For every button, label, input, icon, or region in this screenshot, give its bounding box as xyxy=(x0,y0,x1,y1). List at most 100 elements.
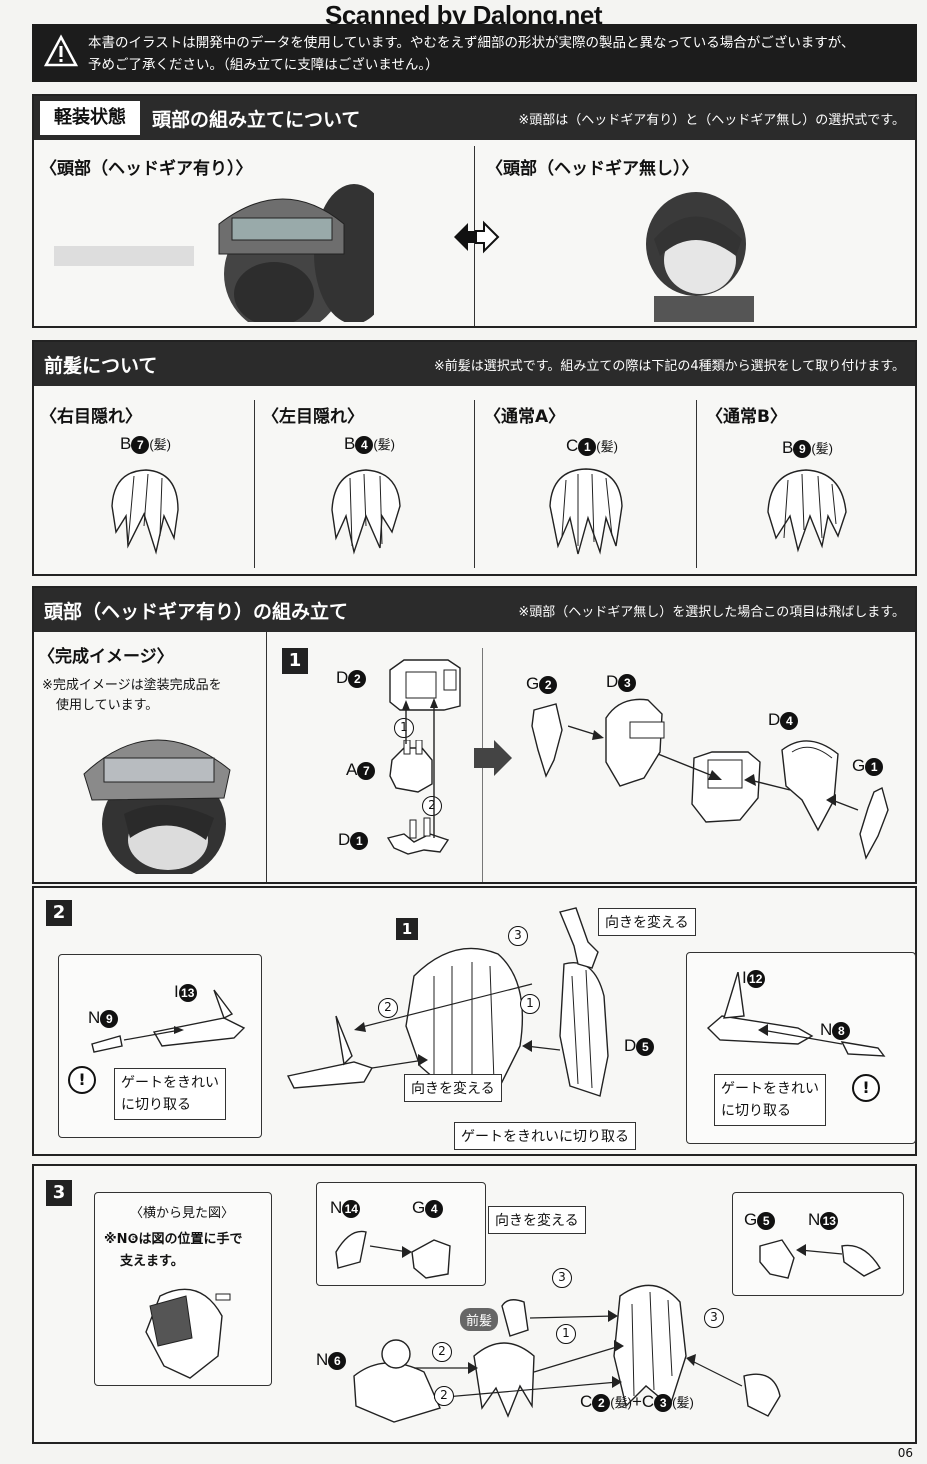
notice-line-1: 本書のイラストは開発中のデータを使用しています。やむをえず細部の形状が実際の製品… xyxy=(88,35,855,51)
bangs-label-left-eye-hidden: 〈左目隠れ〉 xyxy=(262,407,364,427)
step3-side-view-drawing xyxy=(145,1288,231,1379)
part-d4-drawing xyxy=(781,740,839,832)
section-bangs-title: 前髪について xyxy=(44,354,158,377)
complete-image-note-2: 使用しています。 xyxy=(56,698,159,713)
step2-center-assembly-drawing xyxy=(286,947,609,1097)
section-assembly-bar: 頭部（ヘッドギア有り）の組み立て ※頭部（ヘッドギア無し）を選択した場合この項目… xyxy=(34,588,915,632)
step-2-ref-1: 1 xyxy=(396,918,418,940)
section-head-note: ※頭部は（ヘッドギア有り）と（ヘッドギア無し）の選択式です。 xyxy=(518,112,905,128)
step2-left-warning-icon: ! xyxy=(68,1066,96,1094)
warning-icon xyxy=(44,34,78,67)
page-number: 06 xyxy=(897,1446,913,1460)
section-head-selection: 軽装状態 頭部の組み立てについて ※頭部は（ヘッドギア有り）と（ヘッドギア無し）… xyxy=(32,94,917,328)
notice-line-2: 予めご了承ください。（組み立てに支障はございません。） xyxy=(88,57,439,73)
part-d3-drawing xyxy=(605,698,665,787)
head-without-headgear-image xyxy=(646,192,754,322)
bangs-label-right-eye-hidden: 〈右目隠れ〉 xyxy=(40,407,142,427)
step3-side-view-title: 〈横から見た図〉 xyxy=(130,1206,235,1221)
step3-main-assembly-drawing xyxy=(353,1284,781,1423)
bangs-right-eye-hidden-image xyxy=(111,469,179,555)
part-g1-drawing xyxy=(859,786,889,860)
step3-side-view-note-1: ※N❻は図の位置に手で xyxy=(104,1232,243,1247)
step3-order-2-bottom: 2 xyxy=(434,1386,454,1406)
section-bangs: 前髪について ※前髪は選択式です。組み立ての際は下記の4種類から選択をして取り付… xyxy=(32,340,917,576)
step2-right-parts-drawing xyxy=(706,972,886,1057)
bangs-normal-b-image xyxy=(767,469,847,553)
section-bangs-bar: 前髪について ※前髪は選択式です。組み立ての際は下記の4種類から選択をして取り付… xyxy=(34,342,915,386)
part-d1-drawing xyxy=(386,817,450,855)
step1-right-arrows xyxy=(568,725,859,811)
step3-rotate-callout: 向きを変える xyxy=(488,1206,586,1234)
step2-order-1: 1 xyxy=(520,994,540,1014)
step3-order-2-top: 2 xyxy=(432,1342,452,1362)
section-assembly-title: 頭部（ヘッドギア有り）の組み立て xyxy=(44,600,349,623)
part-g2-drawing xyxy=(531,703,563,778)
step2-right-gate-callout: ゲートをきれい に切り取る xyxy=(714,1074,826,1126)
step2-left-gate-callout: ゲートをきれい に切り取る xyxy=(114,1068,226,1120)
notice-banner: 本書のイラストは開発中のデータを使用しています。やむをえず細部の形状が実際の製品… xyxy=(32,24,917,82)
step3-top-parts-drawing xyxy=(335,1230,451,1279)
step2-right-warning-icon: ! xyxy=(852,1074,880,1102)
step1-order-2: 2 xyxy=(422,796,442,816)
label-without-headgear: 〈頭部（ヘッドギア無し）〉 xyxy=(486,159,699,179)
bangs-label-normal-b: 〈通常B〉 xyxy=(706,407,787,427)
light-state-tag: 軽装状態 xyxy=(40,101,140,135)
step-1-number: 1 xyxy=(282,648,308,674)
step3-order-1: 1 xyxy=(556,1324,576,1344)
step1-next-arrow-icon xyxy=(474,740,512,776)
step3-top-detail-box xyxy=(316,1182,486,1286)
step2-order-3: 3 xyxy=(508,926,528,946)
step-3-number: 3 xyxy=(46,1180,72,1206)
step-2-number: 2 xyxy=(46,900,72,926)
complete-image xyxy=(83,739,231,874)
step2-left-parts-drawing xyxy=(91,989,246,1053)
step2-order-2: 2 xyxy=(378,998,398,1018)
step3-right-parts-drawing xyxy=(759,1239,881,1279)
step2-rotate-callout-top: 向きを変える xyxy=(598,908,696,936)
step3-bangs-badge: 前髪 xyxy=(460,1308,499,1331)
step3-order-3-right: 3 xyxy=(704,1308,724,1328)
section-assembly-note: ※頭部（ヘッドギア無し）を選択した場合この項目は飛ばします。 xyxy=(518,604,905,620)
bangs-label-normal-a: 〈通常A〉 xyxy=(484,407,566,427)
swap-arrow-icon xyxy=(454,220,500,254)
step3-order-3-left: 3 xyxy=(552,1268,572,1288)
head-with-headgear-image xyxy=(54,184,374,322)
step3-right-detail-box xyxy=(732,1192,904,1296)
step2-rotate-callout-center: 向きを変える xyxy=(404,1074,502,1102)
section-head-bar: 軽装状態 頭部の組み立てについて ※頭部は（ヘッドギア有り）と（ヘッドギア無し）… xyxy=(34,96,915,140)
complete-image-label: 〈完成イメージ〉 xyxy=(38,647,174,667)
part-a7-drawing xyxy=(389,740,433,793)
section-bangs-note: ※前髪は選択式です。組み立ての際は下記の4種類から選択をして取り付けます。 xyxy=(433,358,905,374)
label-with-headgear: 〈頭部（ヘッドギア有り）〉 xyxy=(40,159,253,179)
step1-assembled-core-drawing xyxy=(691,751,761,823)
section-head-title: 頭部の組み立てについて xyxy=(152,108,361,131)
complete-image-note-1: ※完成イメージは塗装完成品を xyxy=(42,678,222,693)
section-assembly: 頭部（ヘッドギア有り）の組み立て ※頭部（ヘッドギア無し）を選択した場合この項目… xyxy=(32,586,917,884)
step2-top-clip-drawing xyxy=(559,907,599,969)
step1-guide-arrows xyxy=(402,698,438,838)
bangs-normal-a-image xyxy=(549,468,623,555)
step2-gate-callout-center: ゲートをきれいに切り取る xyxy=(454,1122,636,1150)
